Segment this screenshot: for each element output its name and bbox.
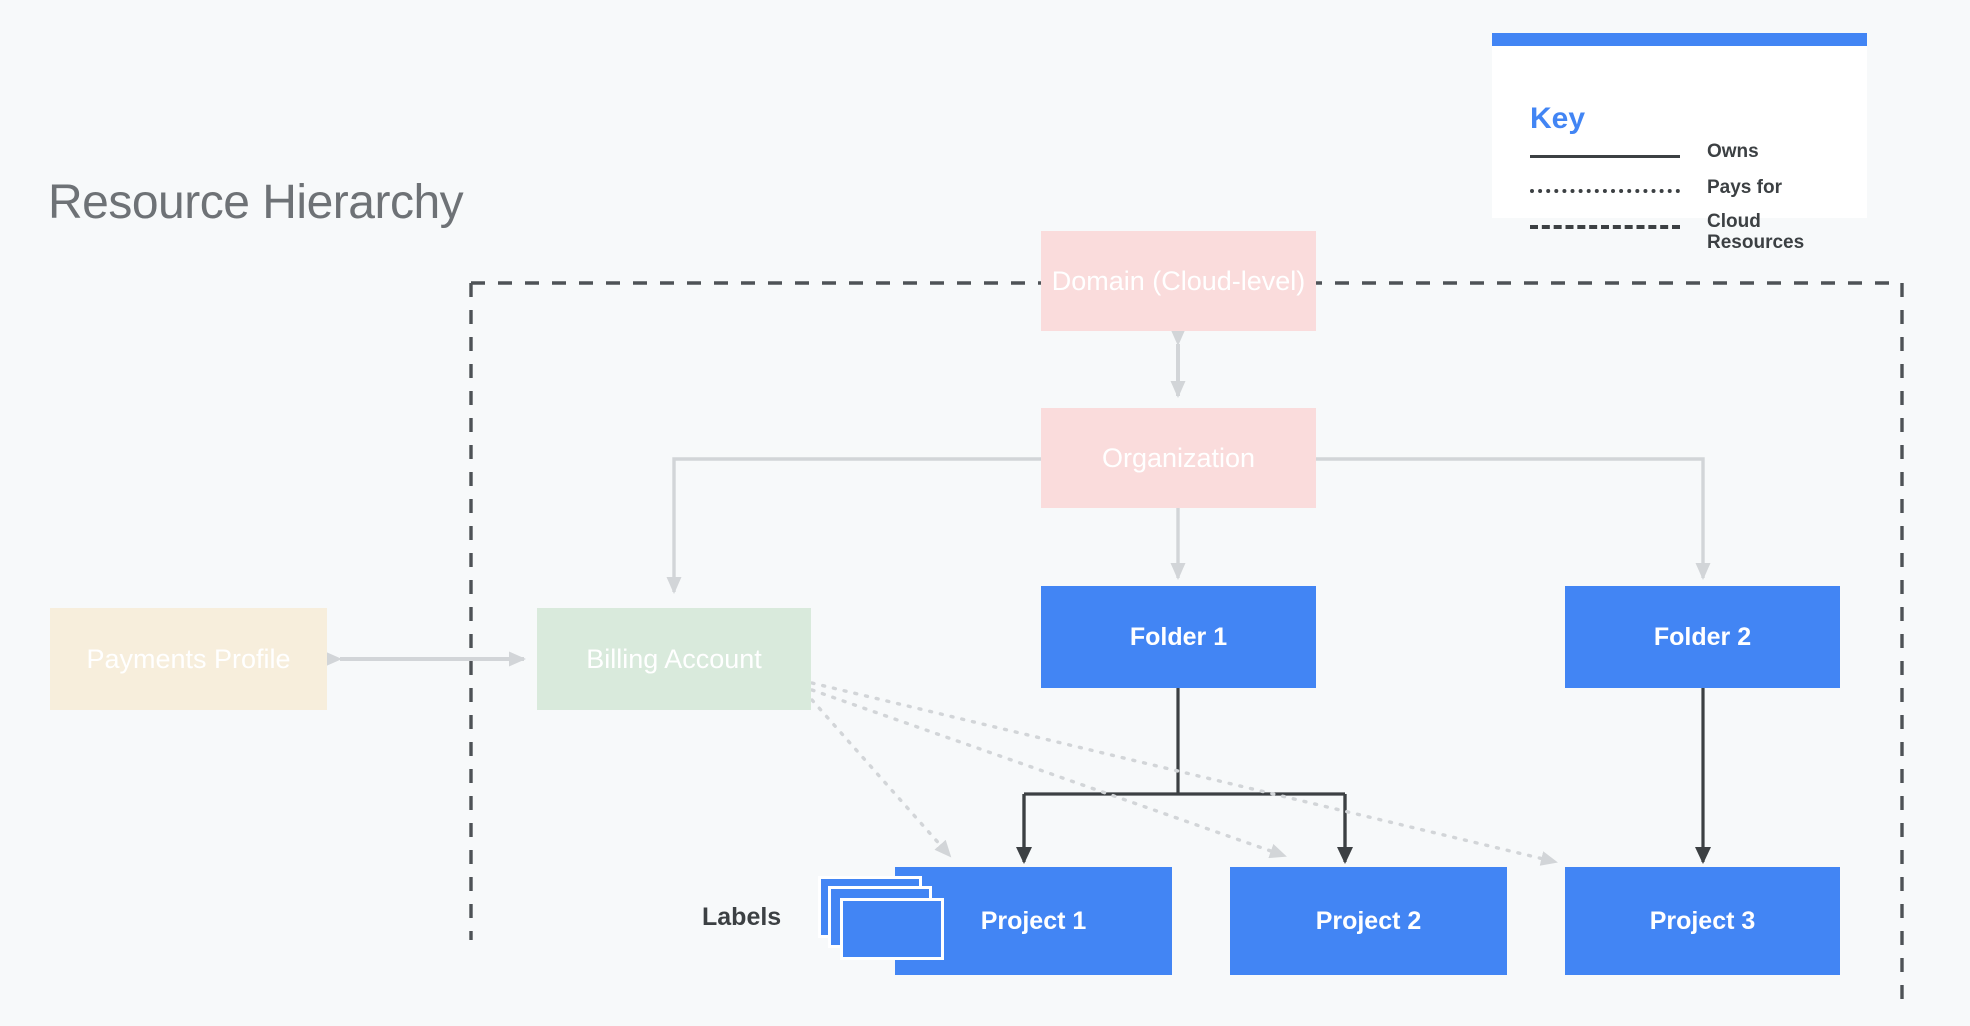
key-swatch-owns-icon	[1530, 155, 1680, 158]
key-legend-panel: Key Owns Pays for Cloud Resources	[1492, 33, 1867, 253]
key-accent-bar	[1492, 33, 1867, 46]
edge-billing-project3	[810, 681, 1558, 866]
node-project-3[interactable]: Project 3	[1565, 867, 1840, 975]
edge-billing-project2	[810, 688, 1287, 859]
key-label-owns: Owns	[1707, 141, 1759, 162]
edge-organization-billing	[666, 457, 1041, 594]
node-folder-2[interactable]: Folder 2	[1565, 586, 1840, 688]
node-project-2[interactable]: Project 2	[1230, 867, 1507, 975]
edge-billing-project1	[810, 698, 952, 858]
page-title: Resource Hierarchy	[48, 176, 464, 229]
node-payments-profile[interactable]: Payments Profile	[50, 608, 327, 710]
key-swatch-pays-for-icon	[1530, 189, 1680, 193]
key-label-pays-for: Pays for	[1707, 177, 1782, 198]
labels-stack-icon	[818, 876, 948, 972]
node-folder-1[interactable]: Folder 1	[1041, 586, 1316, 688]
key-label-cloud-resources: Cloud Resources	[1707, 211, 1805, 254]
node-billing-account[interactable]: Billing Account	[537, 608, 811, 710]
node-organization[interactable]: Organization	[1041, 408, 1316, 508]
key-swatch-cloud-resources-icon	[1530, 225, 1680, 229]
label-card-front	[840, 898, 944, 960]
node-domain[interactable]: Domain (Cloud-level)	[1041, 231, 1316, 331]
edge-folder1-projects	[1016, 688, 1353, 864]
key-heading: Key	[1530, 102, 1586, 135]
cloud-resources-boundary	[469, 281, 1904, 1000]
labels-annotation: Labels	[702, 903, 782, 931]
edge-organization-folder2	[1316, 457, 1711, 580]
